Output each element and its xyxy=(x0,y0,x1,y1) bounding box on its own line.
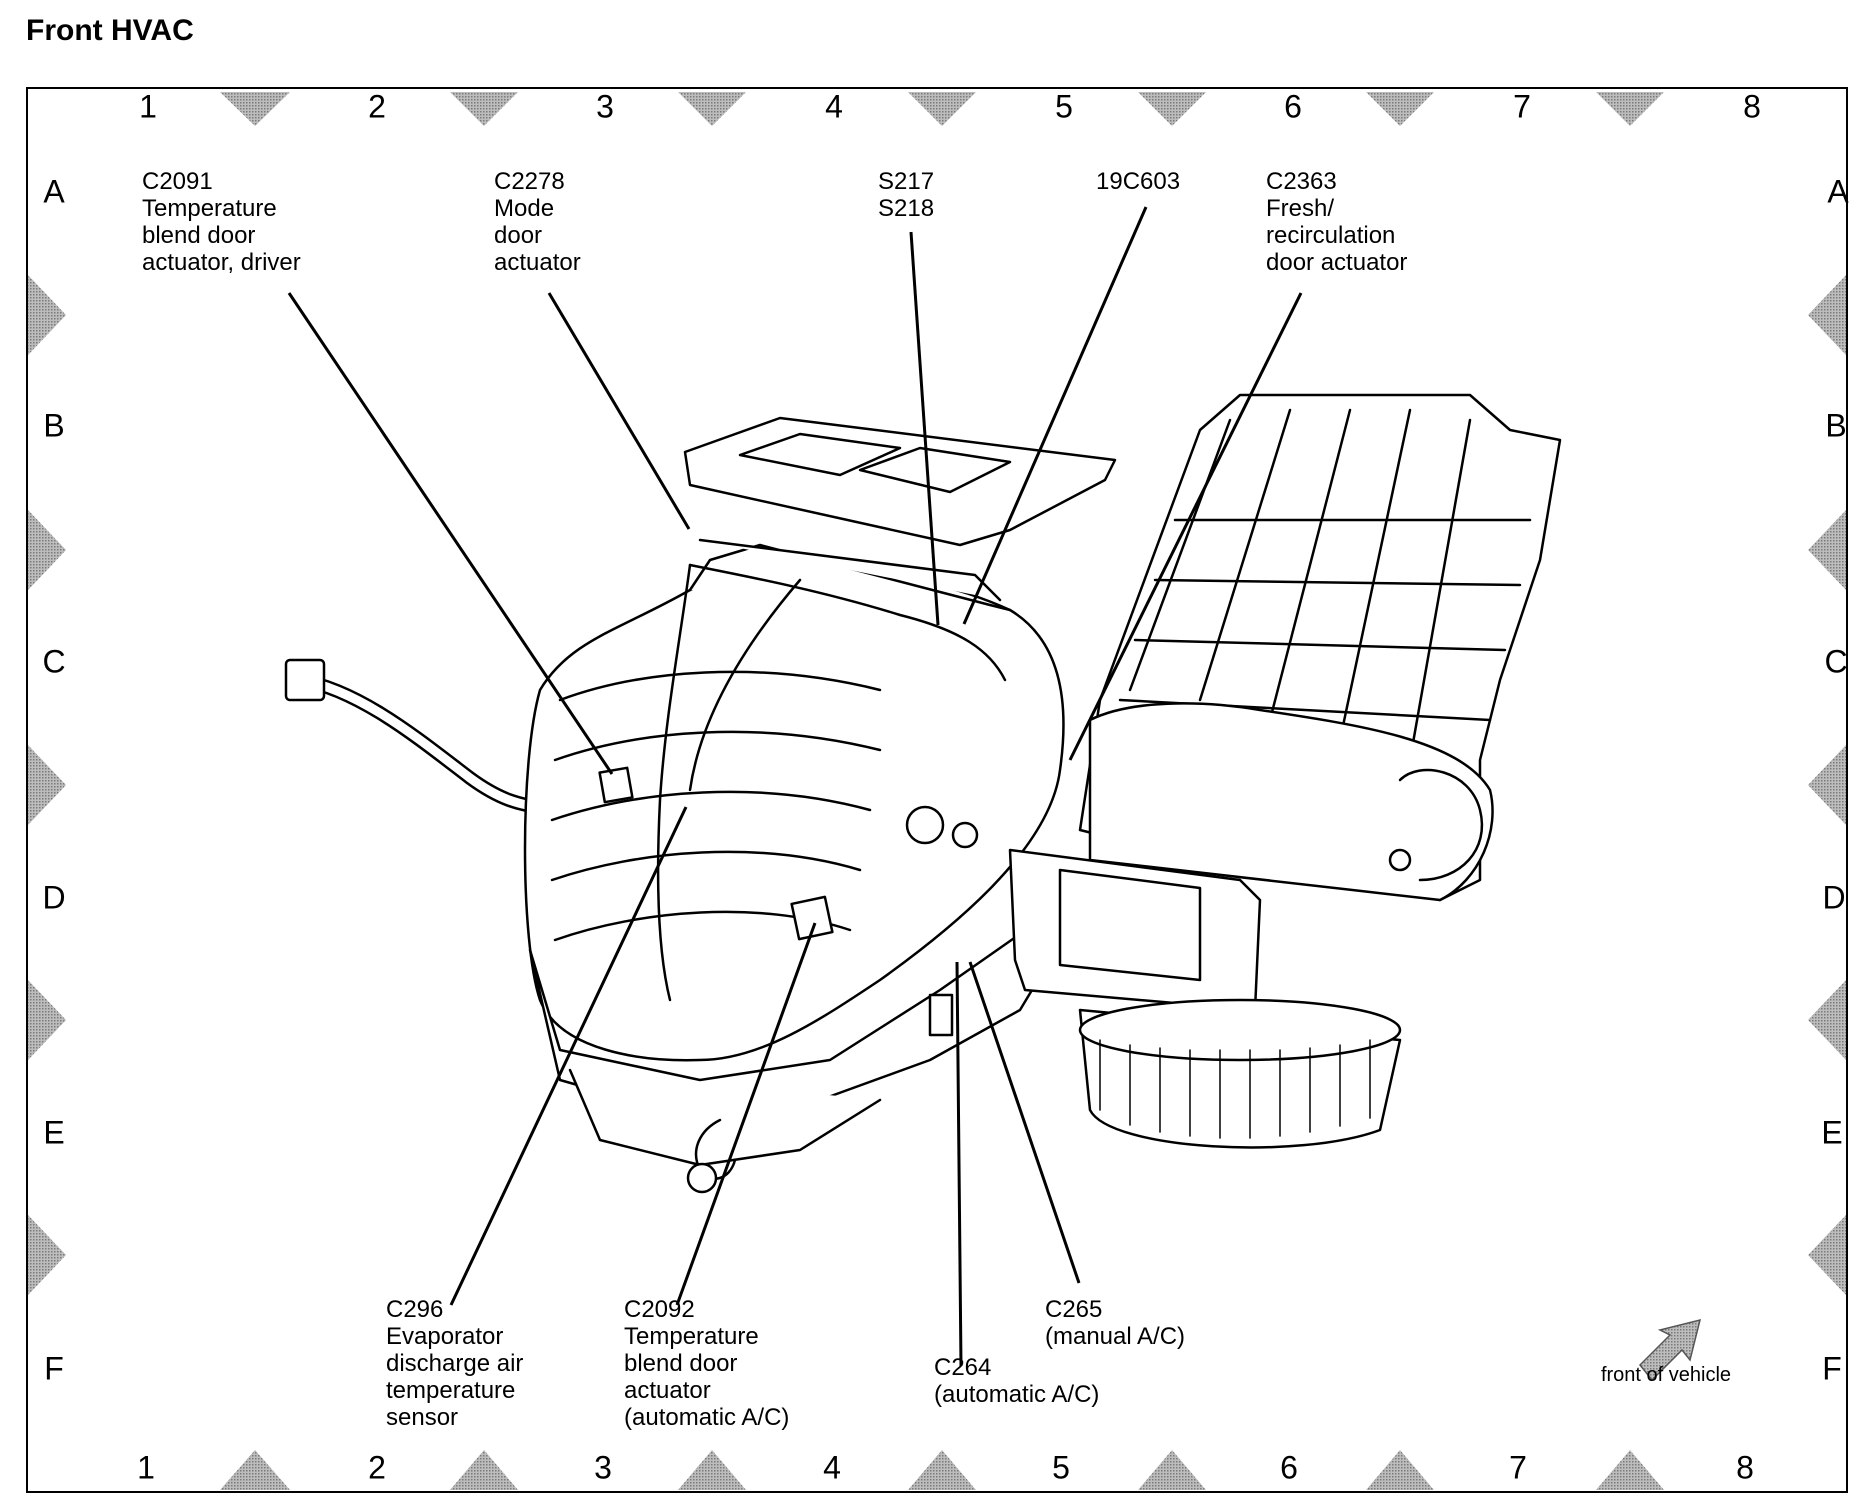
grid-row-left: B xyxy=(43,407,65,444)
leader-lines xyxy=(287,206,1303,1367)
callout-c265: C265 (manual A/C) xyxy=(1045,1296,1186,1350)
callout-19c603: 19C603 xyxy=(1096,168,1181,195)
callout-c264: C264 (automatic A/C) xyxy=(934,1354,1100,1408)
grid-row-left: A xyxy=(43,173,65,210)
grid-row-right: F xyxy=(1822,1350,1842,1387)
grid-row-left: E xyxy=(43,1114,65,1151)
grid-col-bottom: 4 xyxy=(823,1449,841,1486)
grid-col-bottom: 3 xyxy=(594,1449,612,1486)
grid-row-right: B xyxy=(1825,407,1847,444)
grid-row-left: C xyxy=(42,643,66,680)
grid-col-bottom: 2 xyxy=(368,1449,386,1486)
grid-col-top: 3 xyxy=(596,88,614,125)
grid-col-bottom: 1 xyxy=(137,1449,155,1486)
grid-col-bottom: 8 xyxy=(1736,1449,1754,1486)
callout-c296: C296 Evaporator discharge air temperatur… xyxy=(386,1296,524,1431)
grid-col-top: 1 xyxy=(139,88,157,125)
grid-markers xyxy=(28,92,1846,1490)
grid-col-bottom: 7 xyxy=(1509,1449,1527,1486)
grid-row-left: D xyxy=(42,879,66,916)
callout-c2091: C2091 Temperature blend door actuator, d… xyxy=(142,168,301,276)
front-of-vehicle-label: front of vehicle xyxy=(1600,1364,1732,1386)
grid-row-right: E xyxy=(1821,1114,1843,1151)
grid-row-right: D xyxy=(1822,879,1846,916)
grid-col-top: 2 xyxy=(368,88,386,125)
callout-c2363: C2363 Fresh/ recirculation door actuator xyxy=(1266,168,1408,276)
grid-col-bottom: 6 xyxy=(1280,1449,1298,1486)
grid-col-top: 7 xyxy=(1513,88,1531,125)
grid-row-left: F xyxy=(44,1350,64,1387)
callout-s217-s218: S217 S218 xyxy=(878,168,935,222)
grid-col-bottom: 5 xyxy=(1052,1449,1070,1486)
grid-col-top: 8 xyxy=(1743,88,1761,125)
page-title: Front HVAC xyxy=(26,14,194,47)
grid-row-right: C xyxy=(1824,643,1848,680)
grid-row-right: A xyxy=(1827,173,1849,210)
diagram-frame xyxy=(26,87,1848,1493)
hvac-housing-outline xyxy=(284,393,1562,1194)
grid-col-top: 5 xyxy=(1055,88,1073,125)
callout-c2278: C2278 Mode door actuator xyxy=(494,168,581,276)
callout-c2092: C2092 Temperature blend door actuator (a… xyxy=(624,1296,790,1431)
front-of-vehicle-arrow xyxy=(1638,1318,1702,1382)
grid-col-top: 6 xyxy=(1284,88,1302,125)
grid-col-top: 4 xyxy=(825,88,843,125)
